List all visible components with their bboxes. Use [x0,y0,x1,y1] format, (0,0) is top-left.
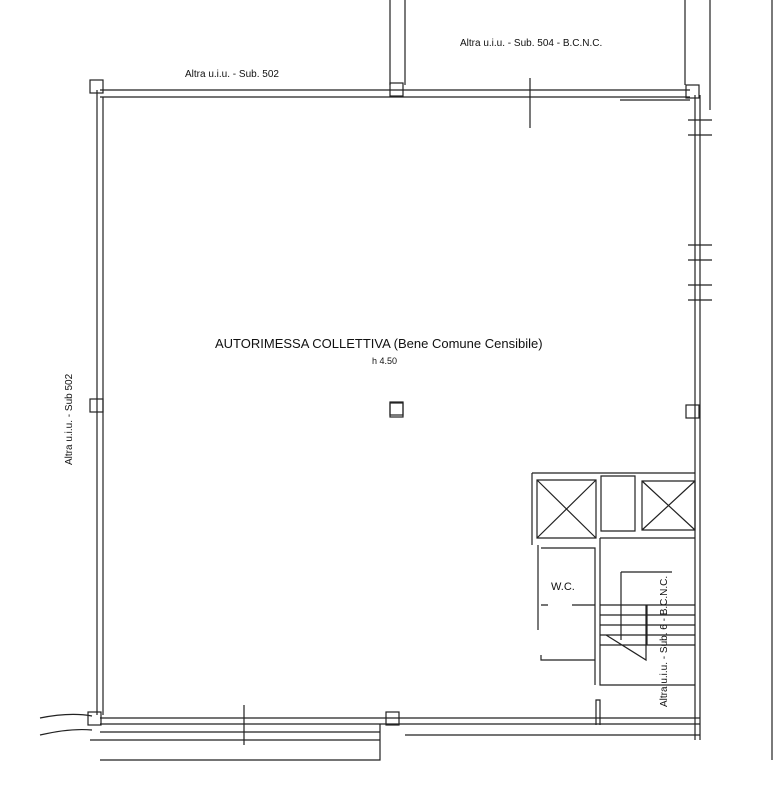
height-label: h 4.50 [372,356,397,366]
pillar [89,398,104,413]
pillar [87,711,102,726]
pillar [89,79,104,94]
label-top-right: Altra u.i.u. - Sub. 504 - B.C.N.C. [460,38,602,49]
pillar [389,401,404,416]
wc-label: W.C. [551,581,575,593]
pillar [389,82,404,97]
stair-label: Altra u.i.u. - Sub. 6 - B.C.N.C. [659,576,670,707]
pillar [685,404,700,419]
central-pillar [389,402,404,418]
label-top-left: Altra u.i.u. - Sub. 502 [185,69,279,80]
stair-core [531,472,696,725]
pillar [385,711,400,726]
main-room-label: AUTORIMESSA COLLETTIVA (Bene Comune Cens… [215,336,543,351]
label-left-side: Altra u.i.u. - Sub 502 [64,373,75,465]
pillar [685,84,700,99]
